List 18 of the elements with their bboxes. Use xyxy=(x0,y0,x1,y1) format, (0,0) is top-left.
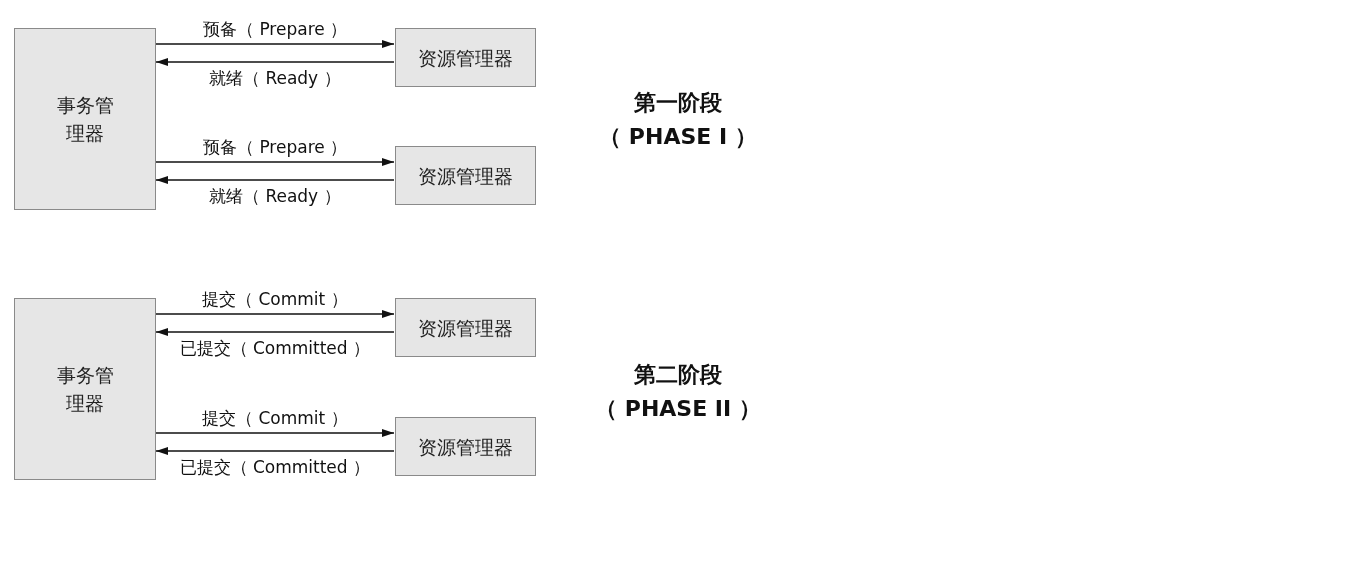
resource-box: 资源管理器 xyxy=(395,298,536,357)
phase-title: 第一阶段 xyxy=(633,89,723,117)
arrow xyxy=(155,58,395,66)
phase-subtitle: （ PHASE II ） xyxy=(594,395,762,423)
arrow xyxy=(155,158,395,166)
arrow xyxy=(155,447,395,455)
resource-box: 资源管理器 xyxy=(395,146,536,205)
arrow xyxy=(155,310,395,318)
arrow xyxy=(155,40,395,48)
resource-box: 资源管理器 xyxy=(395,417,536,476)
resource-box: 资源管理器 xyxy=(395,28,536,87)
arrow xyxy=(155,429,395,437)
arrow xyxy=(155,328,395,336)
arrow xyxy=(155,176,395,184)
manager-box: 事务管理器 xyxy=(14,28,156,210)
manager-box: 事务管理器 xyxy=(14,298,156,480)
phase-title: 第二阶段 xyxy=(633,361,723,389)
phase-subtitle: （ PHASE I ） xyxy=(598,123,758,151)
